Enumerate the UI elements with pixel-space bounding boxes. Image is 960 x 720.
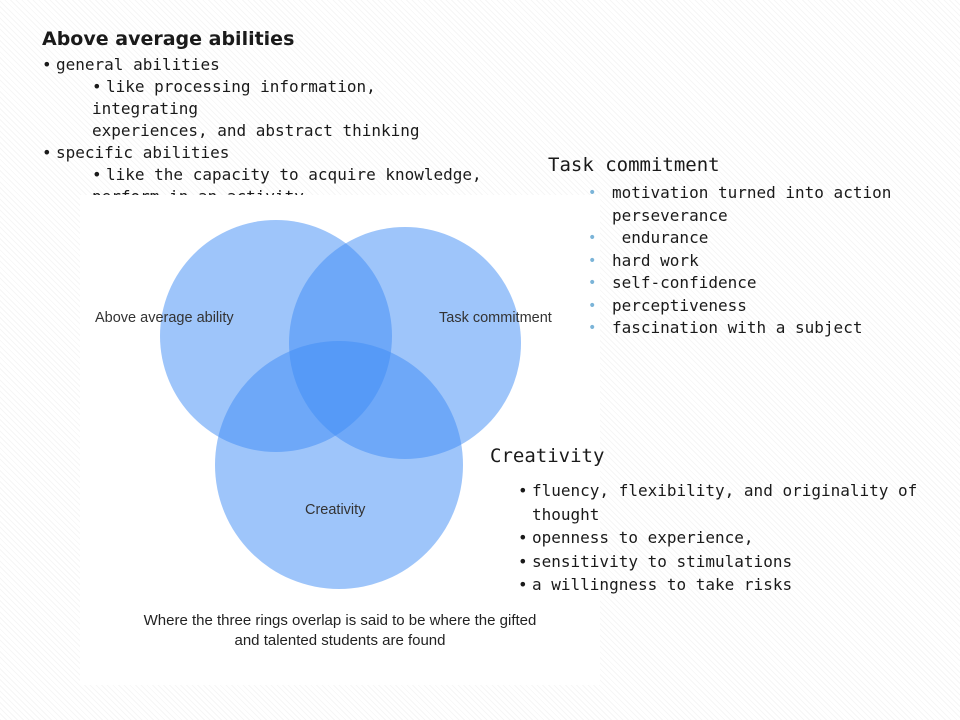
bullet-icon: • bbox=[92, 165, 102, 184]
bullet-icon: • bbox=[588, 252, 597, 269]
creativity-item-text: openness to experience, bbox=[532, 528, 754, 547]
abilities-specific-item: •specific abilities bbox=[42, 142, 482, 164]
list-item: •a willingness to take risks bbox=[490, 573, 950, 597]
list-item: • hard work bbox=[548, 250, 948, 273]
bullet-icon: • bbox=[518, 551, 528, 571]
abilities-specific-label: specific abilities bbox=[56, 143, 230, 162]
abilities-general-detail-cont: experiences, and abstract thinking bbox=[42, 120, 482, 142]
creativity-item-text: fluency, flexibility, and originality of… bbox=[532, 481, 918, 524]
bullet-icon: • bbox=[588, 230, 597, 246]
creativity-item-text: sensitivity to stimulations bbox=[532, 551, 793, 571]
bullet-icon: • bbox=[588, 185, 597, 201]
diagram-caption-line1: Where the three rings overlap is said to… bbox=[143, 612, 537, 629]
creativity-list: •fluency, flexibility, and originality o… bbox=[490, 479, 950, 597]
creativity-item-text: a willingness to take risks bbox=[532, 575, 793, 594]
abilities-general-detail-line2: experiences, and abstract thinking bbox=[92, 121, 420, 140]
venn-svg: Above average ability Task commitment Cr… bbox=[95, 220, 552, 589]
bullet-icon: • bbox=[42, 143, 52, 162]
ability-circle-label: Above average ability bbox=[95, 310, 234, 326]
bullet-icon: • bbox=[588, 275, 597, 291]
task-circle-label: Task commitment bbox=[439, 310, 552, 326]
abilities-general-detail: •like processing information, integratin… bbox=[42, 76, 482, 120]
bullet-icon: • bbox=[588, 320, 597, 336]
bullet-icon: • bbox=[42, 55, 52, 74]
diagram-caption: Where the three rings overlap is said to… bbox=[80, 611, 600, 651]
abilities-general-label: general abilities bbox=[56, 55, 220, 74]
abilities-section: Above average abilities •general abiliti… bbox=[42, 28, 482, 208]
abilities-heading: Above average abilities bbox=[42, 28, 295, 50]
abilities-specific-detail: •like the capacity to acquire knowledge, bbox=[42, 164, 482, 186]
task-commitment-section: Task commitment • motivation turned into … bbox=[548, 154, 948, 340]
abilities-specific-detail-line1: like the capacity to acquire knowledge, bbox=[106, 165, 482, 184]
bullet-icon: • bbox=[92, 77, 102, 96]
venn-diagram: Above average ability Task commitment Cr… bbox=[80, 195, 600, 685]
list-item: •sensitivity to stimulations bbox=[490, 550, 950, 574]
bullet-icon: • bbox=[518, 575, 528, 594]
bullet-icon: • bbox=[518, 481, 528, 500]
list-item: • fascination with a subject bbox=[548, 317, 948, 340]
bullet-icon: • bbox=[518, 528, 528, 547]
task-list: • motivation turned into action persevera… bbox=[548, 182, 948, 340]
list-item: •openness to experience, bbox=[490, 526, 950, 550]
list-item: • perceptiveness bbox=[548, 295, 948, 318]
task-item-text: motivation turned into action perseveran… bbox=[612, 183, 892, 225]
diagram-caption-line2: and talented students are found bbox=[234, 632, 446, 649]
list-item: • endurance bbox=[548, 227, 948, 250]
bullet-icon: • bbox=[588, 297, 597, 314]
list-item: • motivation turned into action persevera… bbox=[548, 182, 948, 227]
abilities-general-item: •general abilities bbox=[42, 54, 482, 76]
list-item: •fluency, flexibility, and originality o… bbox=[490, 479, 950, 526]
task-heading: Task commitment bbox=[548, 154, 720, 176]
task-item-text: self-confidence bbox=[612, 273, 757, 292]
creativity-section: Creativity •fluency, flexibility, and or… bbox=[490, 445, 950, 597]
creativity-circle-label: Creativity bbox=[305, 502, 366, 518]
task-item-text: endurance bbox=[612, 228, 709, 247]
task-item-text: perceptiveness bbox=[612, 295, 747, 315]
creativity-circle bbox=[215, 341, 463, 589]
task-item-text: fascination with a subject bbox=[612, 318, 863, 337]
creativity-heading: Creativity bbox=[490, 445, 605, 467]
abilities-general-detail-line1: like processing information, integrating bbox=[92, 77, 376, 118]
list-item: • self-confidence bbox=[548, 272, 948, 295]
task-item-text: hard work bbox=[612, 250, 699, 270]
